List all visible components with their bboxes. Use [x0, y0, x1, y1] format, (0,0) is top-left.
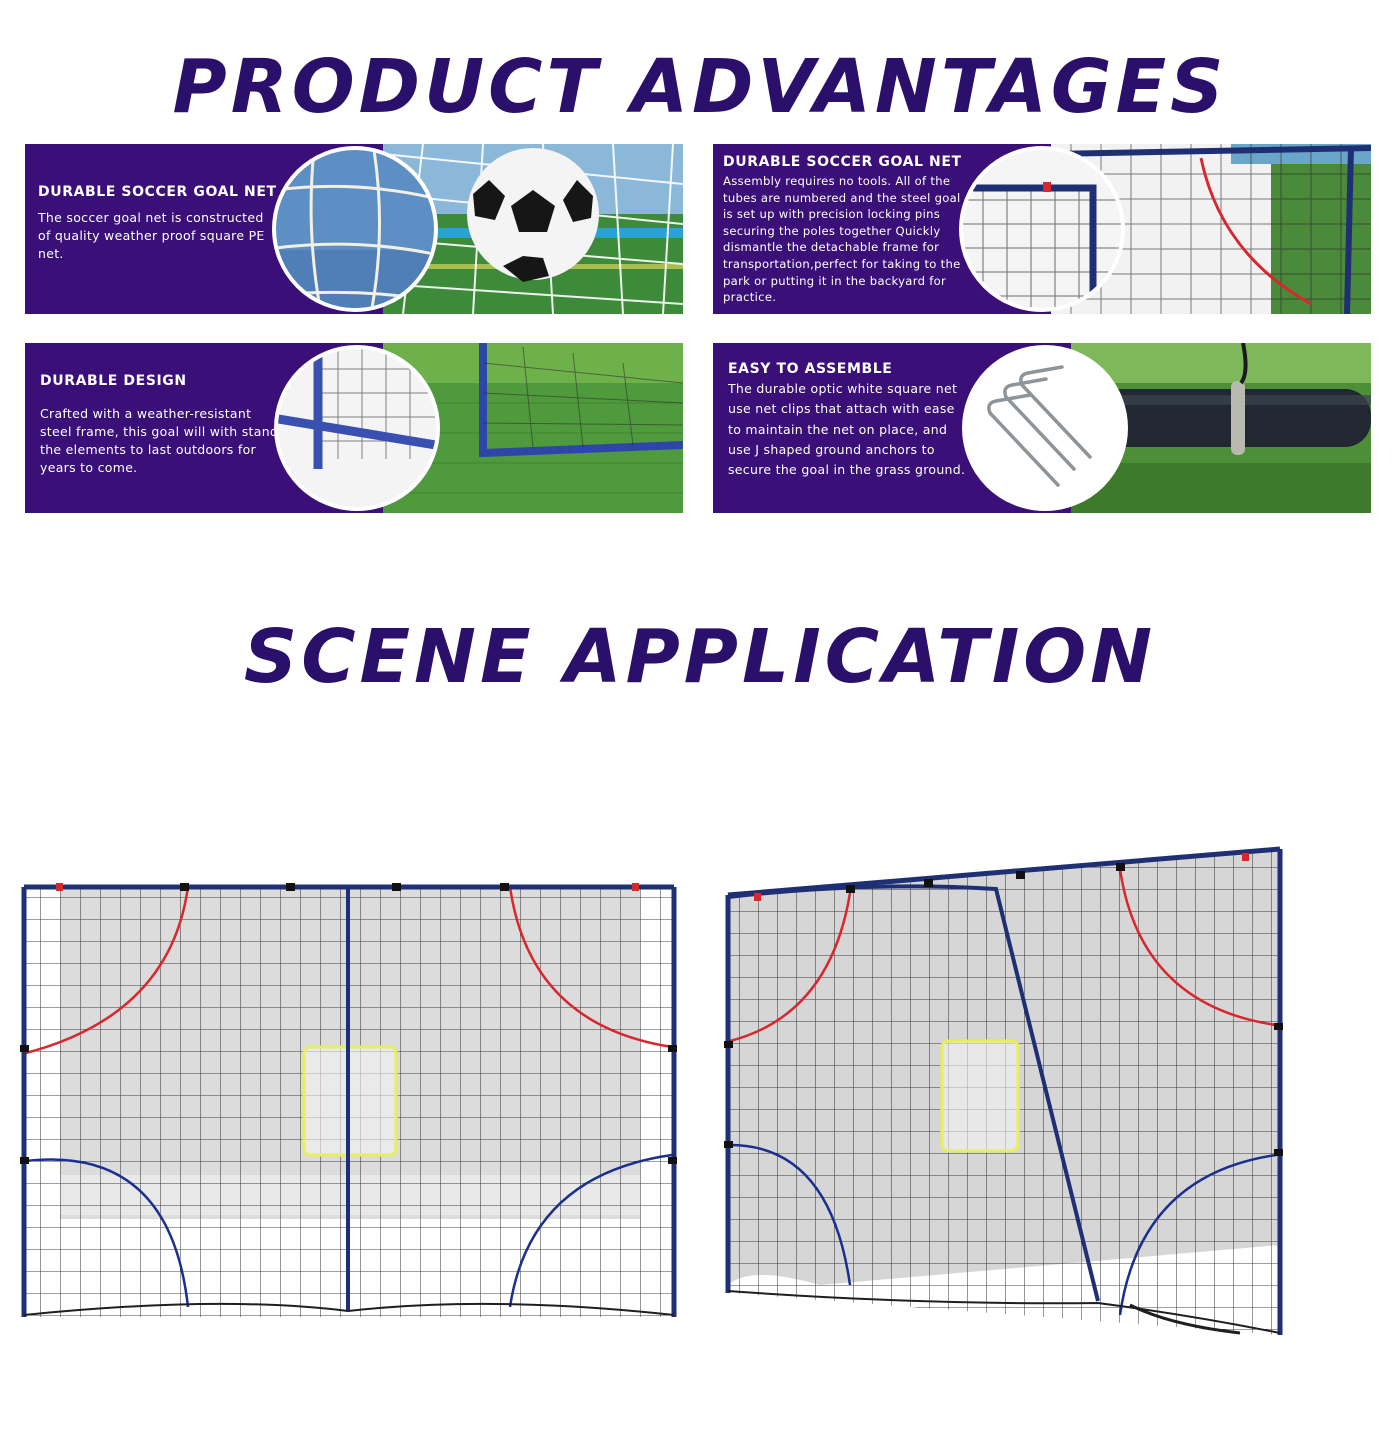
net-detail-circle	[272, 146, 438, 312]
card-title: DURABLE DESIGN	[40, 373, 187, 389]
soccer-goal-front-view	[20, 883, 677, 1317]
feature-card-net: DURABLE SOCCER GOAL NET The soccer goal …	[25, 144, 683, 314]
card-title: EASY TO ASSEMBLE	[728, 361, 893, 377]
net-photo	[383, 144, 683, 314]
product-advantages-heading: PRODUCT ADVANTAGES	[172, 44, 1228, 130]
frame-corner-detail-circle	[274, 345, 440, 511]
scene-application-heading: SCENE APPLICATION	[243, 614, 1157, 700]
feature-card-design: DURABLE DESIGN Crafted with a weather-re…	[25, 343, 683, 513]
card-title: DURABLE SOCCER GOAL NET	[38, 184, 277, 200]
card-description: Crafted with a weather-resistant steel f…	[40, 406, 279, 475]
feature-card-assemble: EASY TO ASSEMBLE The durable optic white…	[713, 343, 1371, 513]
goal-frame-detail-circle	[959, 146, 1125, 312]
card-description: The durable optic white square net use n…	[728, 381, 966, 478]
soccer-goal-angled-view	[724, 846, 1283, 1335]
ground-anchor-icon	[962, 345, 1128, 511]
card-description: The soccer goal net is constructed of qu…	[38, 210, 265, 261]
card-description: Assembly requires no tools. All of the t…	[723, 174, 961, 305]
card-title: DURABLE SOCCER GOAL NET	[723, 154, 962, 170]
feature-card-assembly: DURABLE SOCCER GOAL NET Assembly require…	[713, 144, 1371, 314]
soccer-ball-icon	[467, 148, 599, 282]
